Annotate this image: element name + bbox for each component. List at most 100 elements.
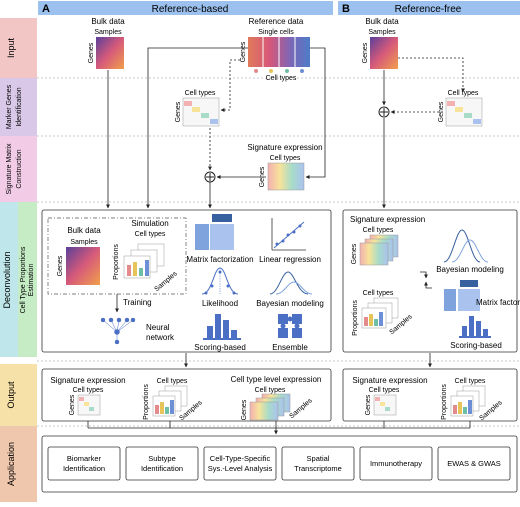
circled-plus-icon bbox=[378, 106, 390, 118]
panel-letter-b: B bbox=[342, 3, 350, 15]
sim-samples-label: Samples bbox=[70, 239, 98, 246]
out-genes-label-b: Genes bbox=[365, 394, 372, 415]
cell-type-level-expression-label: Cell type level expression bbox=[231, 375, 322, 384]
est-proportion-stack-b bbox=[361, 297, 399, 329]
marker-cell bbox=[210, 119, 218, 124]
training-label: Training bbox=[123, 298, 152, 307]
row-label-output: Output bbox=[6, 381, 16, 409]
row-label-marker-2: Identification bbox=[16, 87, 23, 126]
application-item-box bbox=[437, 446, 511, 481]
out-proportion-stack-b bbox=[450, 385, 486, 417]
reference-data-label: Reference data bbox=[249, 17, 304, 26]
signature-matrix-a bbox=[267, 162, 305, 191]
neural-network-icon bbox=[100, 317, 136, 345]
sim-proportions-label: Proportions bbox=[113, 244, 120, 280]
application-item-label: Spatial bbox=[307, 454, 330, 463]
application-item-label: Transcriptome bbox=[294, 464, 342, 473]
panel-title-a: Reference-based bbox=[152, 4, 229, 15]
reference-celltype-dots bbox=[254, 69, 304, 73]
application-item-box bbox=[203, 446, 277, 481]
signature-expression-label-a: Signature expression bbox=[247, 143, 322, 152]
application-item-label: Identification bbox=[141, 464, 183, 473]
marker-cell bbox=[192, 107, 200, 112]
panel-title-b: Reference-free bbox=[395, 4, 462, 15]
marker-genes-label-a: Genes bbox=[175, 101, 182, 122]
bulk-data-label-a: Bulk data bbox=[91, 17, 125, 26]
reference-genes-label: Genes bbox=[240, 41, 247, 62]
bulk-samples-label-a: Samples bbox=[94, 29, 122, 36]
header-reference-based bbox=[38, 1, 333, 15]
bar-chart-icon bbox=[459, 316, 491, 338]
reference-cell-types-label: Cell types bbox=[266, 75, 297, 82]
ctle-genes-label: Genes bbox=[241, 399, 248, 420]
marker-cell-types-label-a: Cell types bbox=[185, 90, 216, 97]
marker-cell bbox=[184, 101, 192, 106]
marker-cell-b bbox=[455, 107, 463, 112]
bulk-genes-label-a: Genes bbox=[88, 42, 95, 63]
linear-regression-icon bbox=[271, 218, 306, 251]
application-item-label: Subtype bbox=[148, 454, 176, 463]
method-matrix-factorization-b: Matrix factorization bbox=[476, 298, 520, 307]
row-label-deconvolution: Deconvolution bbox=[2, 251, 12, 308]
method-likelihood: Likelihood bbox=[202, 299, 238, 308]
est-cell-types-label-b: Cell types bbox=[363, 227, 394, 234]
marker-cell bbox=[201, 113, 209, 118]
method-bayesian-modeling: Bayesian modeling bbox=[256, 299, 324, 308]
row-label-proportions-2: Estimation bbox=[28, 264, 35, 297]
band-output bbox=[0, 364, 37, 426]
out-prop-cell-types-label-b: Cell types bbox=[455, 378, 486, 385]
bulk-samples-label-b: Samples bbox=[368, 29, 396, 36]
application-item-box bbox=[47, 446, 121, 481]
sim-proportion-stack bbox=[123, 243, 165, 279]
sim-genes-label: Genes bbox=[57, 255, 64, 276]
method-bayesian-modeling-b: Bayesian modeling bbox=[436, 265, 504, 274]
sim-bulk-data-label: Bulk data bbox=[67, 226, 101, 235]
neural-label-2: network bbox=[146, 333, 175, 342]
bayesian-curves-icon bbox=[443, 229, 489, 263]
out-sig-cell-b bbox=[375, 397, 380, 401]
method-scoring-based-b: Scoring-based bbox=[450, 341, 502, 350]
marker-cell-b bbox=[464, 113, 472, 118]
application-item-label: Biomarker bbox=[67, 454, 102, 463]
marker-cell-b bbox=[473, 119, 481, 124]
method-linear-regression: Linear regression bbox=[259, 255, 321, 264]
row-label-signature-1: Signature Matrix bbox=[6, 143, 13, 194]
out-signature-label-b: Signature expression bbox=[352, 376, 427, 385]
row-label-application: Application bbox=[6, 442, 16, 486]
marker-cell-b bbox=[447, 101, 455, 106]
header-reference-free bbox=[338, 1, 520, 15]
application-connectors bbox=[87, 421, 471, 435]
bulk-matrix-b bbox=[370, 37, 398, 69]
bulk-matrix-a bbox=[96, 37, 124, 69]
out-sig-cell bbox=[84, 402, 89, 406]
method-scoring-based: Scoring-based bbox=[194, 343, 246, 352]
band-signature bbox=[0, 136, 37, 202]
out-prop-cell-types-label-a: Cell types bbox=[157, 378, 188, 385]
application-item-label: Identification bbox=[63, 464, 105, 473]
application-item-label: Sys.-Level Analysis bbox=[208, 464, 273, 473]
ctle-matrix-stack bbox=[249, 393, 291, 421]
marker-cell-types-label-b: Cell types bbox=[448, 90, 479, 97]
out-signature-label-a: Signature expression bbox=[50, 376, 125, 385]
sim-cell-types-label: Cell types bbox=[135, 231, 166, 238]
ctle-cell-types-label: Cell types bbox=[255, 387, 286, 394]
band-marker bbox=[0, 78, 37, 136]
application-item-box bbox=[125, 446, 199, 481]
out-proportions-label-a: Proportions bbox=[143, 384, 150, 420]
panel-letter-a: A bbox=[42, 3, 50, 15]
method-ensemble: Ensemble bbox=[272, 343, 308, 352]
application-item-box bbox=[359, 446, 433, 481]
est-signature-label-b: Signature expression bbox=[350, 215, 425, 224]
out-proportions-label-b: Proportions bbox=[441, 384, 448, 420]
bayesian-curves-icon bbox=[269, 271, 313, 295]
out-genes-label-a: Genes bbox=[69, 394, 76, 415]
application-item-label: Immunotherapy bbox=[370, 459, 422, 468]
out-sig-cell-b bbox=[385, 407, 390, 411]
application-items: BiomarkerIdentificationSubtypeIdentifica… bbox=[47, 446, 511, 481]
panel-a-connectors bbox=[106, 47, 326, 209]
cycle-arrows-icon bbox=[420, 271, 432, 289]
application-item-label: Cell-Type-Specific bbox=[210, 454, 271, 463]
row-label-input: Input bbox=[6, 37, 16, 58]
